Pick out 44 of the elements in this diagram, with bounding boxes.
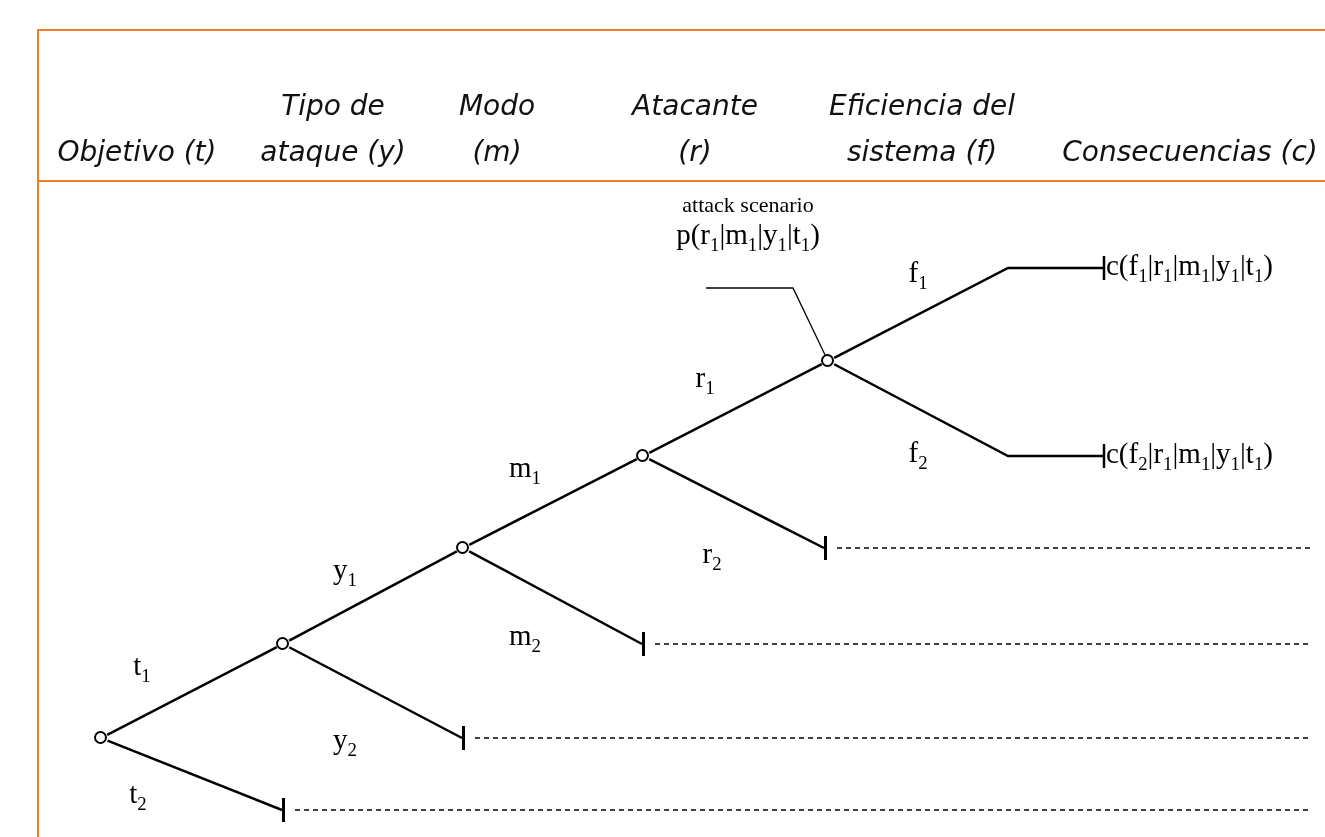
column-header: Eficiencia del sistema (f) [828, 88, 1016, 170]
dashed-line [654, 643, 1311, 645]
end-bar [824, 536, 827, 560]
chance-node-circle [636, 449, 649, 462]
branch-line [468, 458, 638, 546]
column-header: Consecuencias (c) [1061, 134, 1319, 170]
branch-label: y$_{1}$ [333, 553, 357, 591]
branch-line [648, 363, 823, 454]
branch-label: t$_{2}$ [129, 777, 147, 815]
branch-line [833, 363, 1106, 470]
branch-label: r$_{1}$ [695, 361, 715, 399]
dashed-line [836, 547, 1311, 549]
branch-label: m$_{2}$ [509, 619, 541, 657]
branch-line [468, 550, 643, 646]
leader-line [705, 287, 826, 356]
chance-node-circle [94, 731, 107, 744]
branch-line [288, 550, 458, 642]
column-header: Objetivo (t) [57, 134, 217, 170]
branch-line [648, 458, 825, 550]
chance-node-circle [821, 354, 834, 367]
column-header: Tipo de ataque (y) [259, 88, 407, 170]
branch-label: y$_{2}$ [333, 723, 357, 761]
callout-title: attack scenario [681, 192, 815, 218]
branch-line [288, 646, 463, 740]
column-header: Modo (m) [457, 88, 537, 170]
branch-label: f$_{1}$ [908, 256, 928, 294]
callout-formula: p(r$_{1}$|m$_{1}$|y$_{1}$|t$_{1}$) [675, 218, 821, 256]
end-bar [462, 726, 465, 750]
branch-label: m$_{1}$ [509, 451, 541, 489]
branch-line [107, 739, 283, 812]
branch-label: t$_{1}$ [133, 649, 151, 687]
outcome-label: c(f$_{1}$|r$_{1}$|m$_{1}$|y$_{1}$|t$_{1}$) [1106, 249, 1273, 287]
branch-line [833, 254, 1106, 359]
branch-label: f$_{2}$ [908, 436, 928, 474]
column-header: Atacante (r) [629, 88, 759, 170]
end-bar [642, 632, 645, 656]
branch-line [106, 646, 278, 736]
chance-node-circle [456, 541, 469, 554]
end-bar [282, 798, 285, 822]
branch-label: r$_{2}$ [702, 537, 722, 575]
dashed-line [474, 737, 1311, 739]
dashed-line [294, 809, 1311, 811]
chance-node-circle [276, 637, 289, 650]
outcome-label: c(f$_{2}$|r$_{1}$|m$_{1}$|y$_{1}$|t$_{1}$) [1106, 437, 1273, 475]
